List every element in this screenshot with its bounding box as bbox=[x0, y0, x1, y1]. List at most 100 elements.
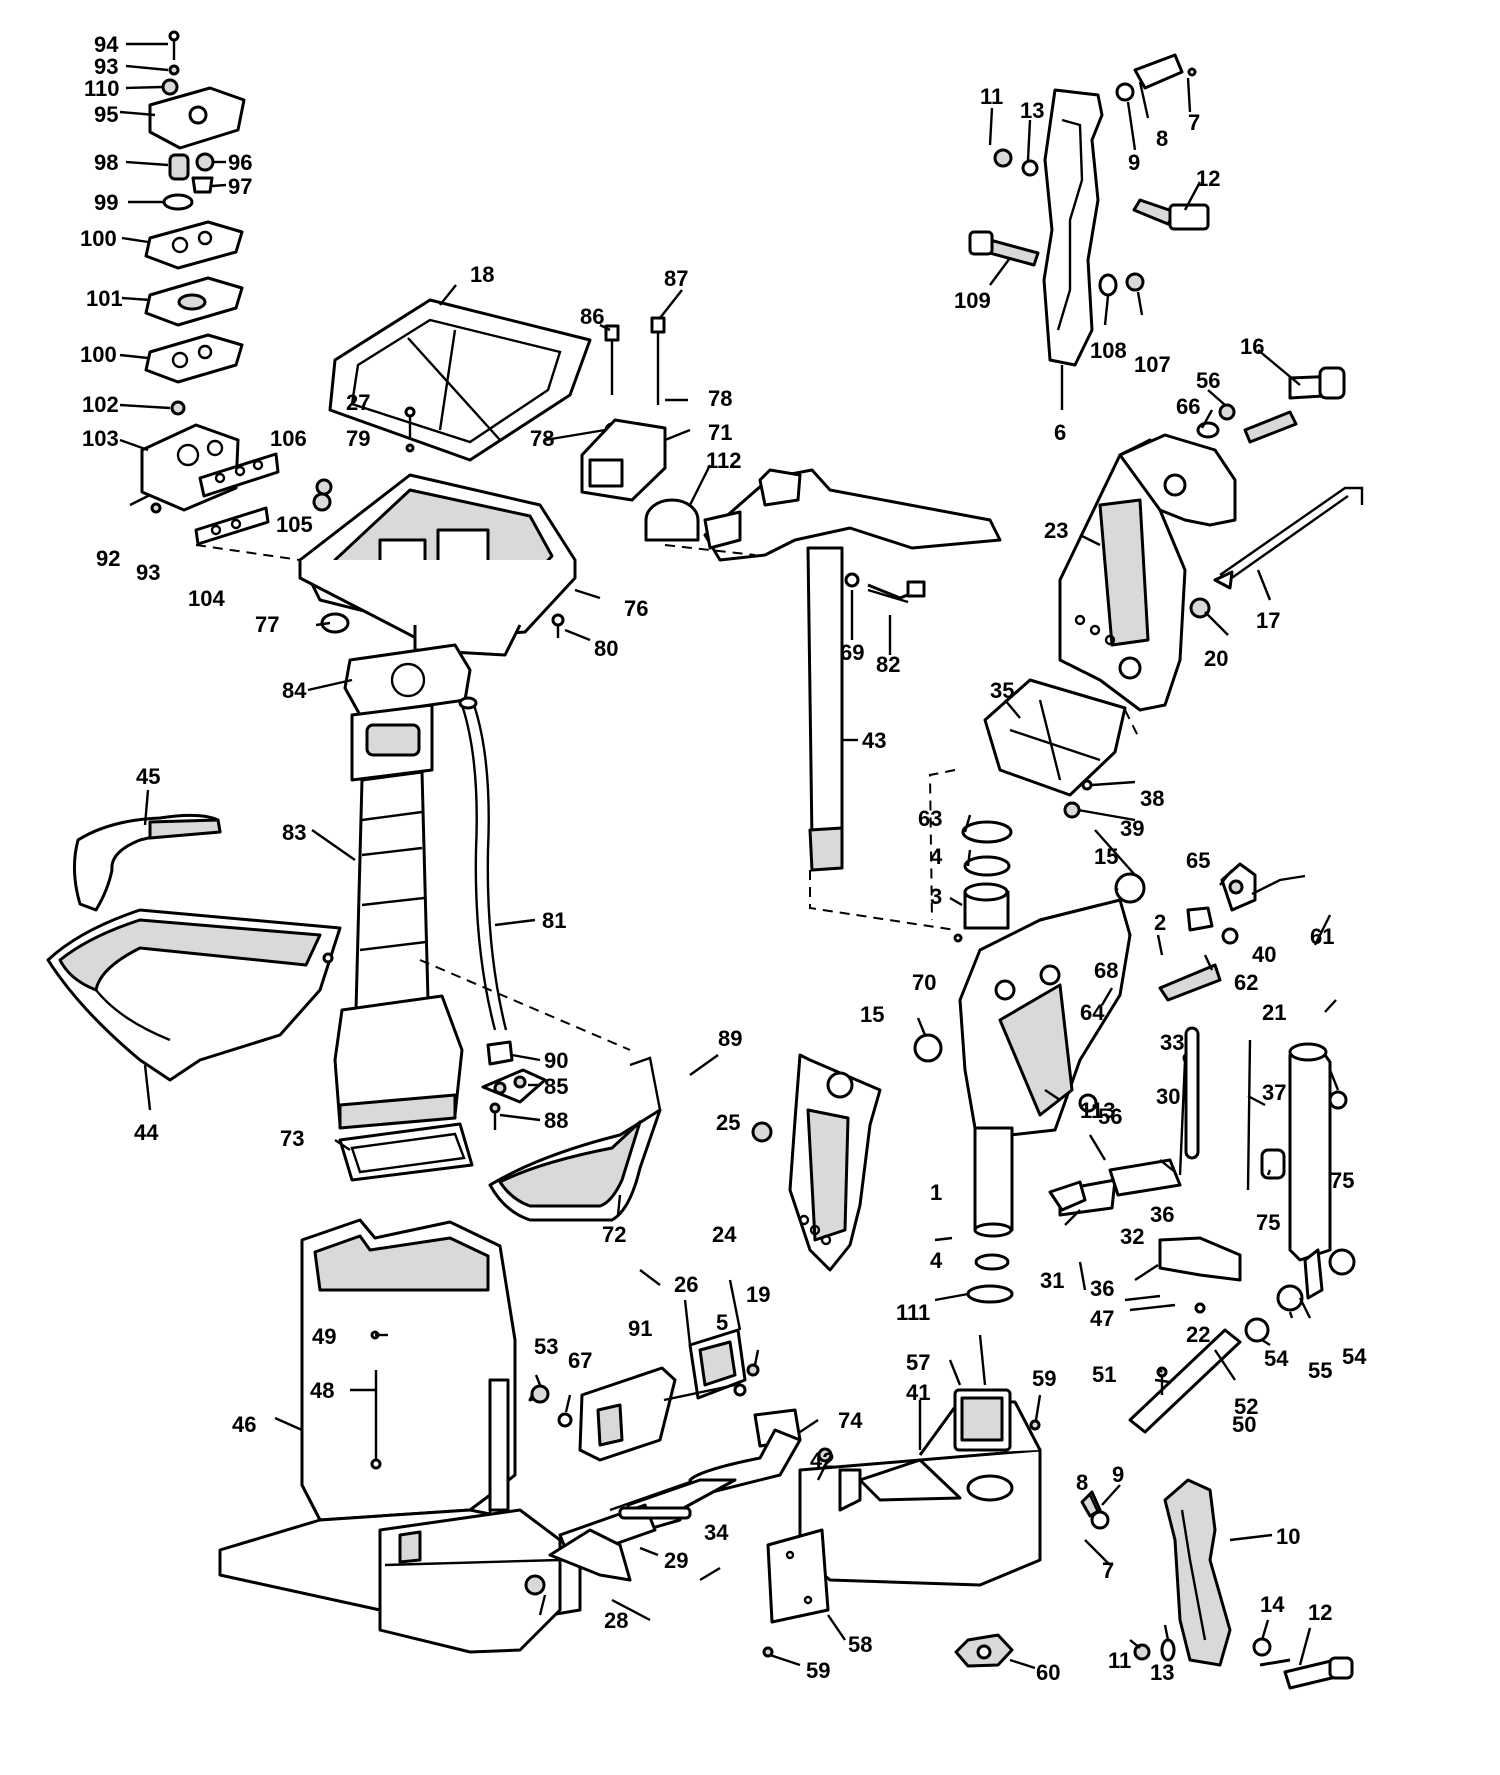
callout-92: 92 bbox=[96, 546, 120, 571]
callout-94: 94 bbox=[94, 32, 119, 57]
callout-80: 80 bbox=[594, 636, 618, 661]
callout-5: 5 bbox=[716, 1310, 728, 1335]
callout-105: 105 bbox=[276, 512, 313, 537]
callout-86: 86 bbox=[580, 304, 604, 329]
callout-20: 20 bbox=[1204, 646, 1228, 671]
callout-7: 7 bbox=[1188, 110, 1200, 135]
callout-23: 23 bbox=[1044, 518, 1068, 543]
callout-73: 73 bbox=[280, 1126, 304, 1151]
callout-40: 40 bbox=[1252, 942, 1276, 967]
callout-78-lower: 78 bbox=[530, 426, 554, 451]
swivel-bracket-assembly bbox=[751, 820, 1356, 1434]
adapter-plate-assembly bbox=[298, 298, 700, 1182]
callout-45: 45 bbox=[136, 764, 160, 789]
callout-98: 98 bbox=[94, 150, 118, 175]
callout-56: 56 bbox=[1196, 368, 1220, 393]
callout-108: 108 bbox=[1090, 338, 1127, 363]
leader-lines bbox=[119, 42, 1340, 1670]
stern-bracket-assembly bbox=[928, 53, 1364, 921]
callout-2: 2 bbox=[1154, 910, 1166, 935]
callout-87: 87 bbox=[664, 266, 688, 291]
callout-95: 95 bbox=[94, 102, 118, 127]
callout-47: 47 bbox=[1090, 1306, 1114, 1331]
callout-51: 51 bbox=[1092, 1362, 1116, 1387]
callout-25: 25 bbox=[716, 1110, 740, 1135]
callout-16: 16 bbox=[1240, 334, 1264, 359]
callout-3: 3 bbox=[930, 884, 942, 909]
callout-104: 104 bbox=[188, 586, 225, 611]
callout-77: 77 bbox=[255, 612, 279, 637]
callout-97: 97 bbox=[228, 174, 252, 199]
callout-41: 41 bbox=[906, 1380, 930, 1405]
callout-9: 9 bbox=[1128, 150, 1140, 175]
callout-36: 36 bbox=[1150, 1202, 1174, 1227]
callout-56-lower: 56 bbox=[1098, 1104, 1122, 1129]
callout-59: 59 bbox=[1032, 1366, 1056, 1391]
callout-109: 109 bbox=[954, 288, 991, 313]
callout-90: 90 bbox=[544, 1048, 568, 1073]
callout-19: 19 bbox=[746, 1282, 770, 1307]
callout-labels: 94 93 110 95 98 96 97 99 100 101 100 102… bbox=[80, 32, 1367, 1685]
callout-67: 67 bbox=[568, 1348, 592, 1373]
steering-arm-assembly bbox=[664, 468, 1002, 931]
callout-110: 110 bbox=[84, 76, 120, 101]
callout-15: 15 bbox=[1094, 844, 1118, 869]
callout-52: 52 bbox=[1234, 1394, 1258, 1419]
callout-55: 55 bbox=[1308, 1358, 1332, 1383]
callout-48: 48 bbox=[310, 1378, 334, 1403]
callout-75: 75 bbox=[1330, 1168, 1354, 1193]
callout-38: 38 bbox=[1140, 786, 1164, 811]
callout-8: 8 bbox=[1156, 126, 1168, 151]
callout-12: 12 bbox=[1196, 166, 1220, 191]
callout-44: 44 bbox=[134, 1120, 159, 1145]
callout-75-left: 75 bbox=[1256, 1210, 1280, 1235]
callout-91: 91 bbox=[628, 1316, 652, 1341]
callout-9-lower: 9 bbox=[1112, 1462, 1124, 1487]
callout-100: 100 bbox=[80, 226, 117, 251]
callout-68: 68 bbox=[1094, 958, 1118, 983]
callout-59-lower: 59 bbox=[806, 1658, 830, 1683]
callout-101: 101 bbox=[86, 286, 123, 311]
callout-54-left: 54 bbox=[1264, 1346, 1289, 1371]
callout-4-lower: 4 bbox=[930, 1248, 943, 1273]
callout-107: 107 bbox=[1134, 352, 1171, 377]
callout-33: 33 bbox=[1160, 1030, 1184, 1055]
lower-bracket-assembly bbox=[524, 1328, 1354, 1690]
callout-62: 62 bbox=[1234, 970, 1258, 995]
callout-54: 54 bbox=[1342, 1344, 1367, 1369]
callout-69: 69 bbox=[840, 640, 864, 665]
callout-74: 74 bbox=[838, 1408, 863, 1433]
callout-17: 17 bbox=[1256, 608, 1280, 633]
callout-43: 43 bbox=[862, 728, 886, 753]
callout-84: 84 bbox=[282, 678, 307, 703]
callout-58: 58 bbox=[848, 1632, 872, 1657]
callout-27: 27 bbox=[346, 390, 370, 415]
callout-82: 82 bbox=[876, 652, 900, 677]
callout-15-lower: 15 bbox=[860, 1002, 884, 1027]
side-cover-assembly bbox=[46, 813, 342, 1082]
callout-103: 103 bbox=[82, 426, 119, 451]
callout-76: 76 bbox=[624, 596, 648, 621]
callout-46: 46 bbox=[232, 1412, 256, 1437]
callout-61: 61 bbox=[1310, 924, 1334, 949]
callout-100-lower: 100 bbox=[80, 342, 117, 367]
exhaust-housing-assembly bbox=[218, 1056, 662, 1654]
callout-21: 21 bbox=[1262, 1000, 1286, 1025]
callout-4: 4 bbox=[930, 844, 943, 869]
callout-1: 1 bbox=[930, 1180, 942, 1205]
callout-113: 113 bbox=[1080, 1098, 1116, 1123]
callout-106: 106 bbox=[270, 426, 307, 451]
callout-13: 13 bbox=[1020, 98, 1044, 123]
callout-50: 50 bbox=[1232, 1412, 1256, 1437]
callout-35: 35 bbox=[990, 678, 1014, 703]
callout-11-lower: 11 bbox=[1108, 1648, 1131, 1673]
callout-79: 79 bbox=[346, 426, 370, 451]
callout-49: 49 bbox=[312, 1324, 336, 1349]
callout-71: 71 bbox=[708, 420, 732, 445]
callout-24: 24 bbox=[712, 1222, 737, 1247]
callout-102: 102 bbox=[82, 392, 119, 417]
callout-8-lower: 8 bbox=[1076, 1470, 1088, 1495]
callout-31: 31 bbox=[1040, 1268, 1064, 1293]
callout-13-lower: 13 bbox=[1150, 1660, 1174, 1685]
